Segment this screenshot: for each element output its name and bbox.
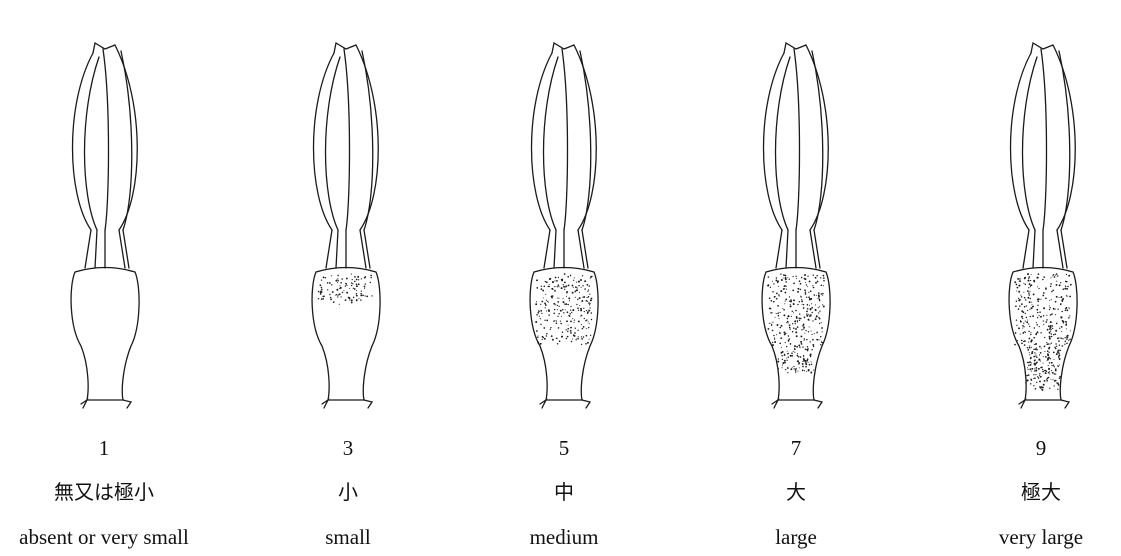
level-number: 1 [0, 436, 208, 460]
label-japanese: 小 [258, 480, 438, 504]
label-japanese: 極大 [961, 480, 1121, 504]
floral-organ-drawing [961, 0, 1121, 430]
panel-level-3: 3 小 small [258, 0, 438, 556]
panel-level-1: 1 無又は極小 absent or very small [0, 0, 208, 556]
level-number: 3 [258, 436, 438, 460]
floral-organ-drawing [706, 0, 886, 430]
level-number: 9 [961, 436, 1121, 460]
label-japanese: 無又は極小 [0, 480, 208, 504]
label-english: large [706, 524, 886, 550]
floral-organ-drawing [474, 0, 654, 430]
label-english: small [258, 524, 438, 550]
panel-level-5: 5 中 medium [474, 0, 654, 556]
label-english: medium [474, 524, 654, 550]
panel-level-9: 9 極大 very large [961, 0, 1121, 556]
label-english: absent or very small [0, 524, 208, 550]
floral-organ-drawing [258, 0, 438, 430]
label-japanese: 中 [474, 480, 654, 504]
label-english: very large [961, 524, 1121, 550]
organ-outline [762, 43, 830, 408]
organ-outline [1009, 43, 1077, 408]
stippling [1014, 273, 1072, 391]
organ-outline [530, 43, 598, 408]
organ-outline [71, 43, 139, 408]
stippling [535, 273, 592, 345]
panel-level-7: 7 大 large [706, 0, 886, 556]
stippling [318, 274, 373, 305]
level-number: 5 [474, 436, 654, 460]
floral-organ-drawing [0, 0, 208, 430]
organ-outline [312, 43, 380, 408]
label-japanese: 大 [706, 480, 886, 504]
level-number: 7 [706, 436, 886, 460]
